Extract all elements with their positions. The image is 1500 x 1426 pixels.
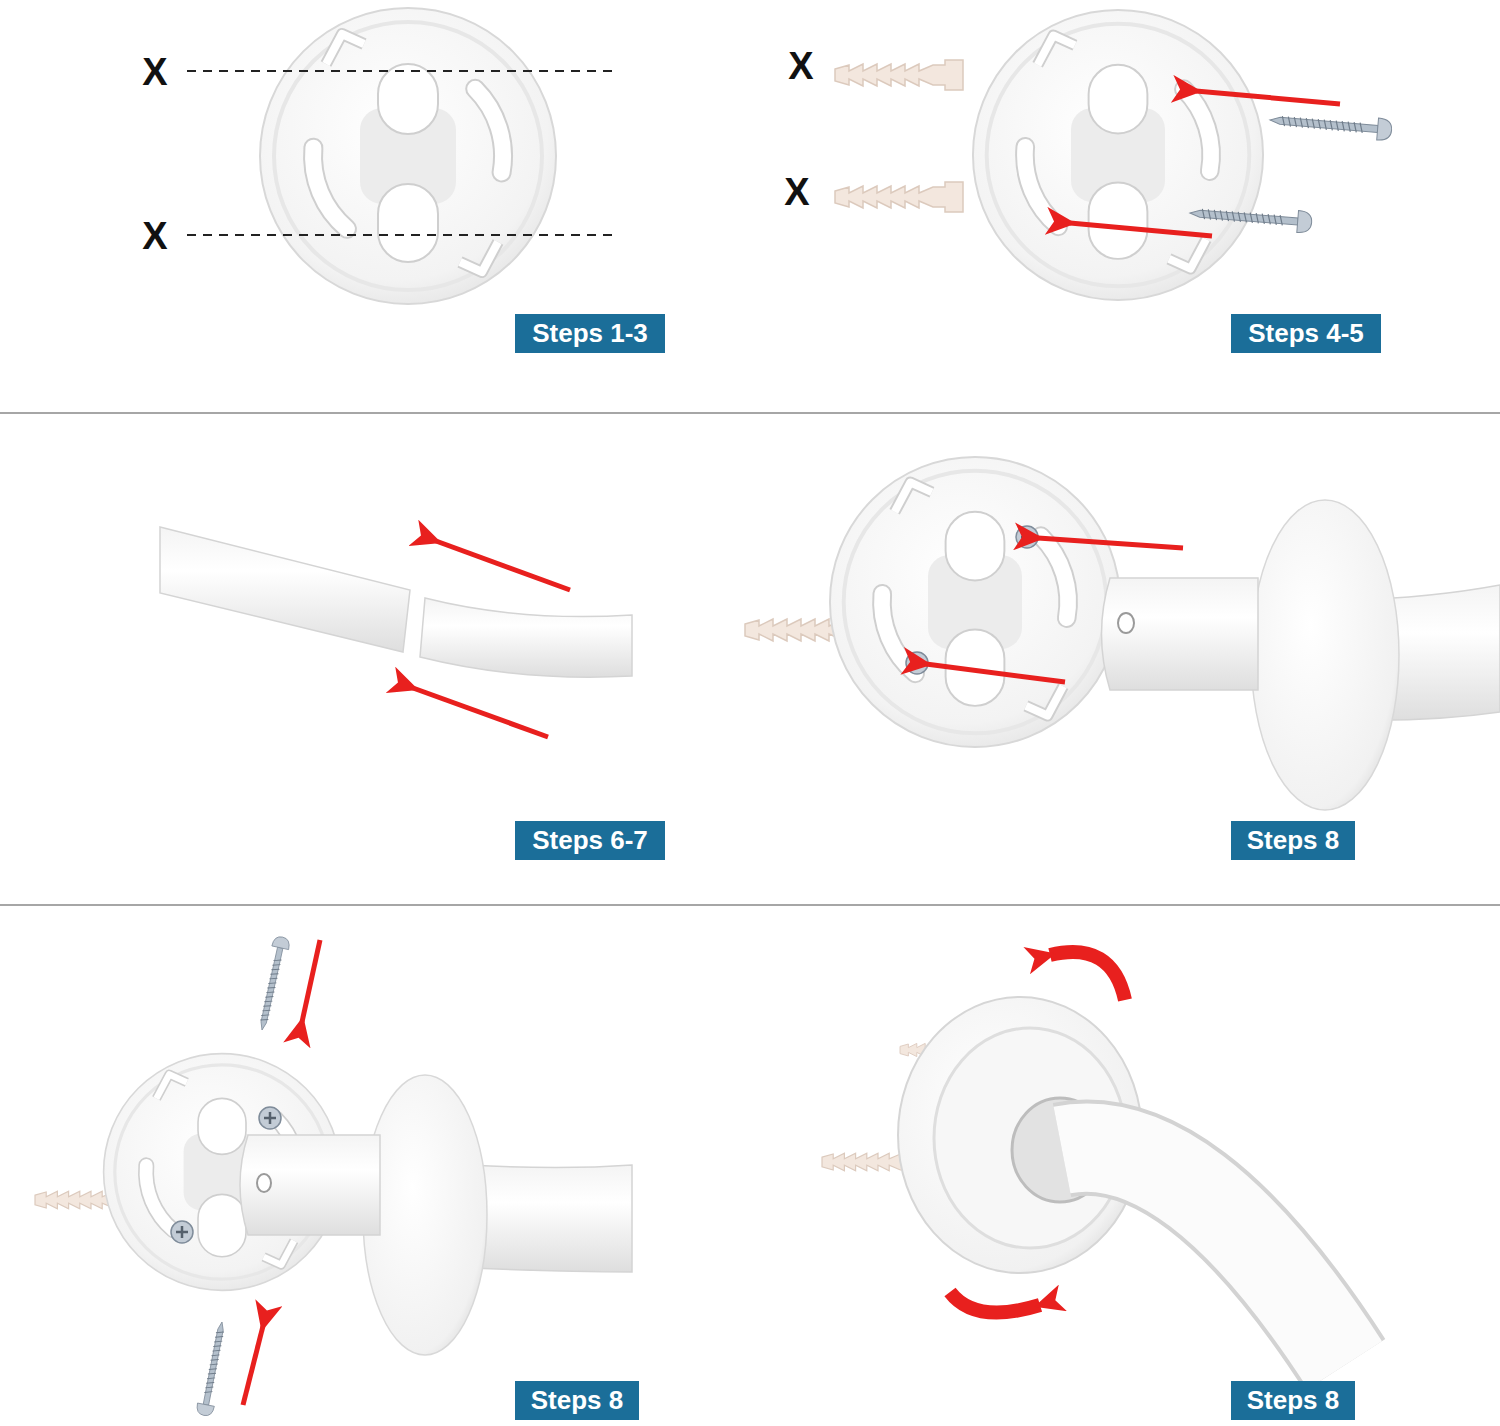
bar-screwed bbox=[35, 935, 632, 1417]
step-badge: Steps 6-7 bbox=[515, 821, 665, 860]
mark-label: X bbox=[784, 173, 809, 211]
step-label: Steps 8 bbox=[1237, 1381, 1350, 1420]
step-badge: Steps 8 bbox=[1231, 821, 1355, 860]
mounting-plate bbox=[187, 8, 612, 304]
step-badge: Steps 4-5 bbox=[1231, 314, 1381, 353]
mark-label: X bbox=[142, 53, 167, 91]
plate-screwed bbox=[745, 457, 1500, 810]
step-label: Steps 6-7 bbox=[522, 821, 658, 860]
step-label: Steps 4-5 bbox=[1238, 314, 1374, 353]
mark-label: X bbox=[142, 217, 167, 255]
cover-rotated bbox=[822, 952, 1345, 1365]
separator bbox=[0, 904, 1500, 906]
step-badge: Steps 1-3 bbox=[515, 314, 665, 353]
bar-joint bbox=[160, 527, 632, 737]
mark-label: X bbox=[788, 47, 813, 85]
step-badge: Steps 8 bbox=[1231, 1381, 1355, 1420]
plate-anchors-screws bbox=[835, 10, 1392, 300]
separator bbox=[0, 412, 1500, 414]
step-badge: Steps 8 bbox=[515, 1381, 639, 1420]
step-label: Steps 8 bbox=[521, 1381, 634, 1420]
step-label: Steps 8 bbox=[1237, 821, 1350, 860]
step-label: Steps 1-3 bbox=[522, 314, 658, 353]
